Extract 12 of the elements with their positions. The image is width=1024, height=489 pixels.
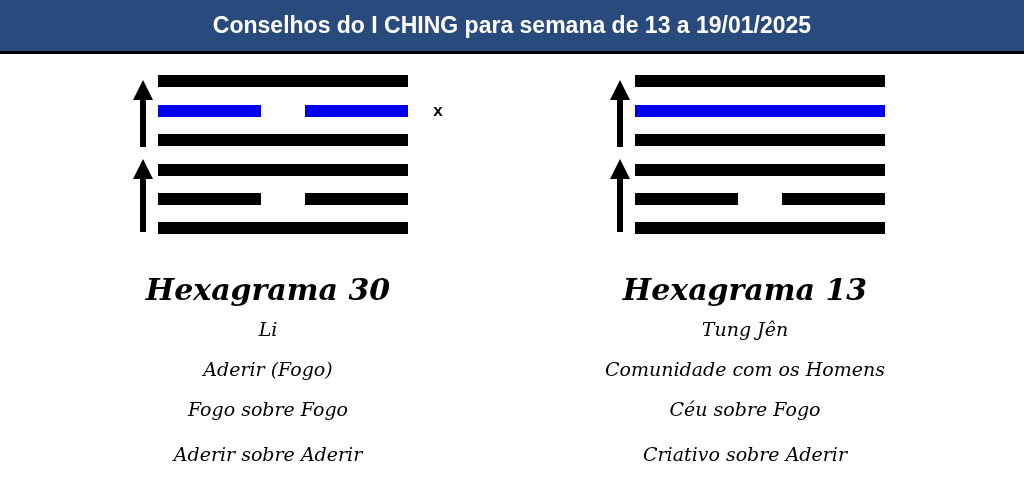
hexagram-meaning: Comunidade com os Homens bbox=[604, 358, 886, 380]
trigram-description: Aderir sobre Aderir bbox=[173, 443, 363, 465]
trigram-description: Céu sobre Fogo bbox=[669, 398, 821, 420]
changing-line-mark: x bbox=[433, 101, 443, 121]
hexagram-heading: Hexagrama 13 bbox=[622, 272, 868, 307]
trigram-description: Criativo sobre Aderir bbox=[643, 443, 847, 465]
hexagram-heading: Hexagrama 30 bbox=[145, 272, 391, 307]
hexagram-name: Li bbox=[258, 318, 278, 340]
hexagram-name: Tung Jên bbox=[701, 318, 789, 340]
hexagram-meaning: Aderir (Fogo) bbox=[203, 358, 333, 380]
title-banner: Conselhos do I CHING para semana de 13 a 19/01/2025 bbox=[0, 0, 1024, 54]
trigram-description: Fogo sobre Fogo bbox=[187, 398, 349, 420]
